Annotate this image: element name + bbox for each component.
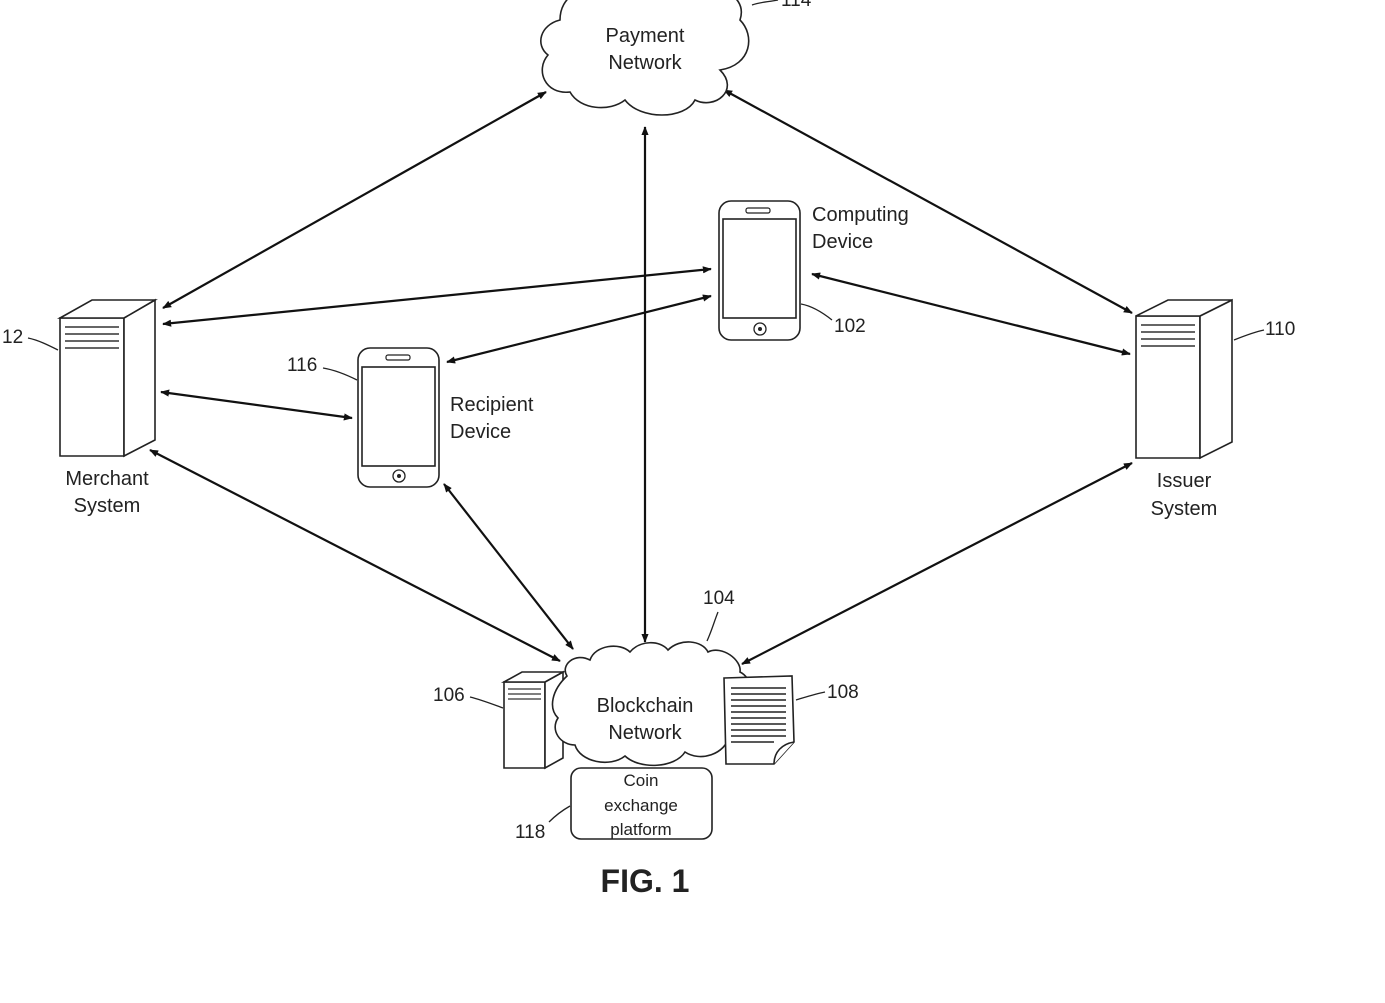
coin-exchange-label-3: platform bbox=[610, 820, 671, 839]
document: 108 bbox=[724, 676, 859, 764]
blockchain-network-ref: 104 bbox=[703, 588, 735, 609]
coin-exchange-label-1: Coin bbox=[624, 771, 659, 790]
merchant-system-label-2: System bbox=[74, 495, 141, 517]
merchant-system-label-1: Merchant bbox=[65, 468, 149, 490]
recipient-device-label-1: Recipient bbox=[450, 394, 534, 416]
connections bbox=[150, 90, 1132, 664]
coin-exchange-platform: Coin exchange platform 118 bbox=[515, 768, 712, 843]
coin-exchange-ref: 118 bbox=[515, 822, 545, 843]
issuer-system-ref: 110 bbox=[1265, 319, 1295, 340]
merchant-system: Merchant System 12 bbox=[2, 300, 155, 517]
issuer-system: Issuer System 110 bbox=[1136, 300, 1295, 520]
figure-label: FIG. 1 bbox=[601, 863, 690, 899]
smartphone-icon bbox=[719, 201, 800, 340]
recipient-device: Recipient Device 116 bbox=[287, 348, 534, 487]
blockchain-network-label-1: Blockchain bbox=[597, 695, 694, 717]
arrow-issuer-blockchain bbox=[742, 463, 1132, 664]
merchant-system-ref: 12 bbox=[2, 327, 23, 348]
server-icon bbox=[60, 300, 155, 456]
computing-device-label-1: Computing bbox=[812, 204, 909, 226]
issuer-system-label-1: Issuer bbox=[1157, 470, 1212, 492]
smartphone-icon bbox=[358, 348, 439, 487]
arrow-recipient-computing bbox=[447, 296, 711, 362]
arrow-recipient-blockchain bbox=[444, 484, 573, 649]
document-icon bbox=[724, 676, 794, 764]
payment-network-label-1: Payment bbox=[606, 25, 685, 47]
payment-network: Payment Network 114 bbox=[541, 0, 812, 115]
computing-device: Computing Device 102 bbox=[719, 201, 909, 340]
computing-device-ref: 102 bbox=[834, 316, 866, 337]
payment-network-ref: 114 bbox=[781, 0, 812, 11]
arrow-merchant-recipient bbox=[161, 392, 352, 418]
arrow-merchant-blockchain bbox=[150, 450, 560, 661]
payment-network-label-2: Network bbox=[608, 52, 682, 74]
ledger-server: 106 bbox=[433, 672, 563, 768]
issuer-system-label-2: System bbox=[1151, 498, 1218, 520]
arrow-merchant-payment bbox=[163, 92, 546, 308]
document-ref: 108 bbox=[827, 682, 859, 703]
ledger-server-ref: 106 bbox=[433, 685, 465, 706]
recipient-device-ref: 116 bbox=[287, 355, 317, 376]
recipient-device-label-2: Device bbox=[450, 421, 511, 443]
computing-device-label-2: Device bbox=[812, 231, 873, 253]
server-icon bbox=[504, 672, 563, 768]
coin-exchange-label-2: exchange bbox=[604, 796, 678, 815]
blockchain-network-label-2: Network bbox=[608, 722, 682, 744]
server-icon bbox=[1136, 300, 1232, 458]
